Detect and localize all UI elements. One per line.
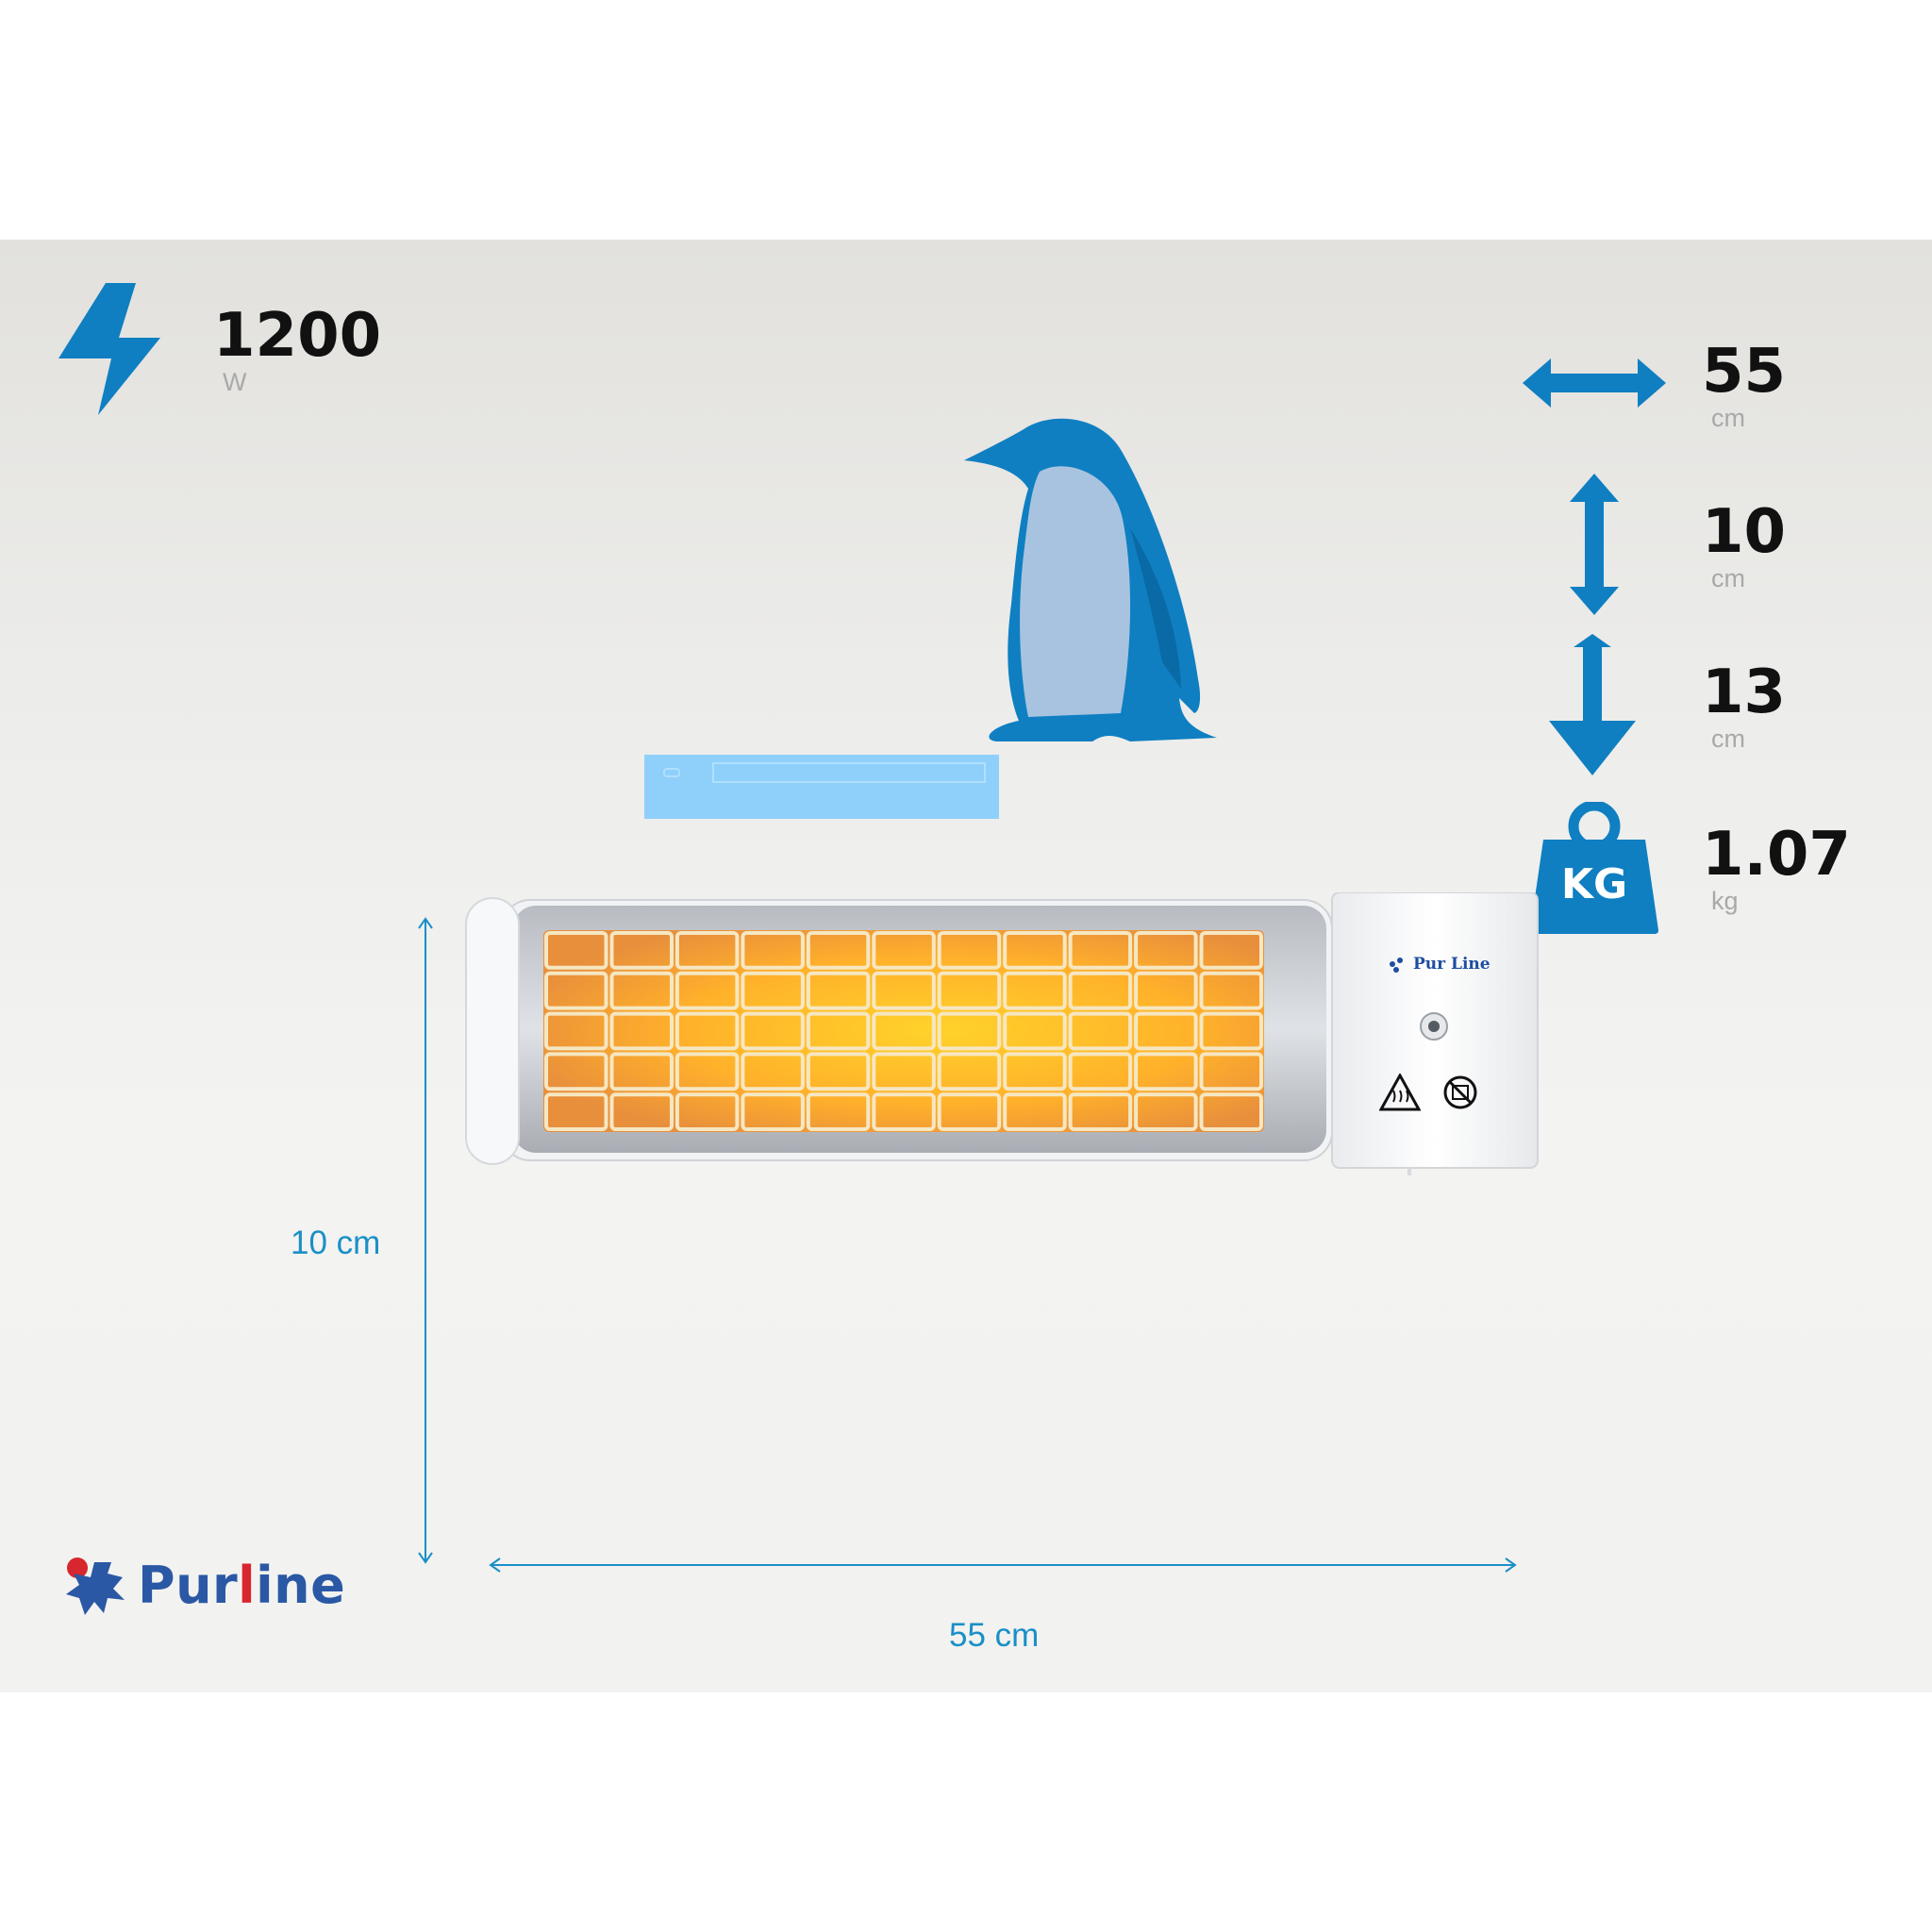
grille-cell — [1068, 931, 1133, 970]
weight-value: 1.07 — [1702, 820, 1851, 890]
grille-cell — [1134, 1092, 1198, 1131]
grille-cell — [937, 1052, 1002, 1091]
weight-icon-text: KG — [1560, 860, 1628, 908]
grille-cell — [1199, 1092, 1263, 1131]
horizontal-arrow-icon — [1523, 358, 1666, 408]
grille-cell — [806, 1052, 871, 1091]
grille-cell — [937, 931, 1002, 970]
width-dimension-label: 55 cm — [949, 1617, 1040, 1654]
grille-cell — [937, 971, 1002, 1010]
grille-cell — [609, 1052, 674, 1091]
weight-unit: kg — [1711, 887, 1739, 915]
grille-cell — [544, 1011, 608, 1051]
grille-cell — [675, 1011, 740, 1051]
grille-cell — [872, 931, 936, 970]
height-dimension-line — [418, 917, 433, 1564]
purline-logo-icon — [62, 1555, 128, 1621]
grille-cell — [1003, 1052, 1067, 1091]
power-unit: W — [223, 368, 247, 396]
width-value: 55 — [1702, 337, 1787, 407]
pull-switch-icon[interactable] — [1419, 1011, 1449, 1041]
grille-cell — [544, 1052, 608, 1091]
grille-cell — [872, 971, 936, 1010]
grille-cell — [1068, 971, 1133, 1010]
height-value: 10 — [1702, 497, 1787, 567]
grille-cell — [544, 971, 608, 1010]
scale-heater-illustration — [644, 755, 999, 819]
depth-unit: cm — [1711, 724, 1745, 753]
grille-cell — [609, 971, 674, 1010]
grille-cell — [1134, 1052, 1198, 1091]
weight-icon: KG — [1528, 802, 1660, 934]
grille-cell — [937, 1092, 1002, 1131]
penguin-illustration — [964, 418, 1217, 741]
height-dimension-label: 10 cm — [291, 1224, 381, 1261]
grille-cell — [741, 1011, 805, 1051]
brand-star-icon — [1390, 958, 1403, 973]
grille-cell — [1003, 1092, 1067, 1131]
grille-cell — [741, 971, 805, 1010]
heater-grille — [544, 931, 1263, 1131]
grille-cell — [1134, 971, 1198, 1010]
grille-cell — [1134, 1011, 1198, 1051]
height-unit: cm — [1711, 564, 1745, 592]
grille-cell — [675, 971, 740, 1010]
width-dimension-line — [489, 1557, 1517, 1573]
grille-cell — [1199, 1011, 1263, 1051]
grille-cell — [1068, 1092, 1133, 1131]
grille-cell — [1003, 971, 1067, 1010]
grille-cell — [609, 1011, 674, 1051]
vertical-arrow-icon — [1570, 474, 1619, 615]
width-unit: cm — [1711, 404, 1745, 432]
down-arrow-icon — [1549, 634, 1636, 775]
grille-cell — [1134, 931, 1198, 970]
grille-cell — [741, 931, 805, 970]
power-value: 1200 — [213, 301, 382, 371]
depth-value: 13 — [1702, 658, 1787, 727]
grille-cell — [741, 1092, 805, 1131]
heater-brand-label: Pur Line — [1413, 955, 1491, 974]
do-not-cover-icon — [1443, 1075, 1477, 1109]
grille-cell — [1199, 971, 1263, 1010]
grille-cell — [872, 1092, 936, 1131]
grille-cell — [1068, 1052, 1133, 1091]
grille-cell — [675, 931, 740, 970]
hot-surface-warning-icon — [1379, 1074, 1421, 1111]
grille-cell — [872, 1011, 936, 1051]
grille-cell — [544, 1092, 608, 1131]
grille-cell — [1003, 931, 1067, 970]
grille-cell — [806, 1011, 871, 1051]
grille-cell — [609, 931, 674, 970]
heater-product: Pur Line — [464, 892, 1540, 1175]
purline-logo-text: Purline — [138, 1556, 346, 1615]
grille-cell — [544, 931, 608, 970]
grille-cell — [1199, 1052, 1263, 1091]
lightning-bolt-icon — [58, 283, 160, 415]
grille-cell — [872, 1052, 936, 1091]
grille-cell — [1068, 1011, 1133, 1051]
grille-cell — [806, 971, 871, 1010]
grille-cell — [937, 1011, 1002, 1051]
grille-cell — [1199, 931, 1263, 970]
grille-cell — [675, 1052, 740, 1091]
grille-cell — [609, 1092, 674, 1131]
grille-cell — [741, 1052, 805, 1091]
grille-cell — [675, 1092, 740, 1131]
product-spec-panel: 1200 W 55 cm 10 cm 13 cm KG 1.07 kg — [0, 240, 1932, 1692]
grille-cell — [806, 931, 871, 970]
grille-cell — [1003, 1011, 1067, 1051]
grille-cell — [806, 1092, 871, 1131]
